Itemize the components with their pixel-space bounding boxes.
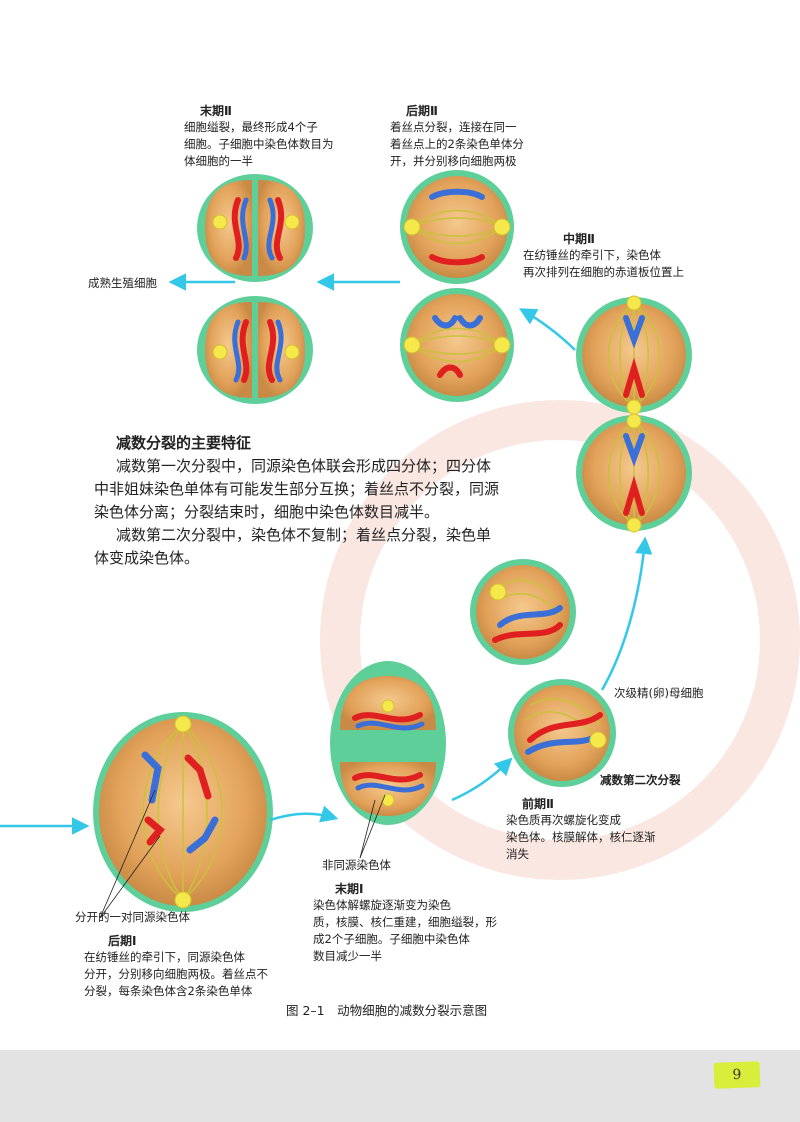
watermark-ring: [320, 400, 800, 880]
arrow-to-telophase1: [269, 805, 339, 823]
secondary-cell-label: 次级精(卵)母细胞: [614, 686, 704, 700]
prophase2-title: 前期Ⅱ: [522, 797, 554, 811]
telophase2-title: 末期Ⅱ: [200, 104, 232, 118]
anaphase2-cell-top: [400, 170, 514, 284]
telophase1-title: 末期Ⅰ: [335, 882, 364, 896]
telophase1-caption: 末期Ⅰ 染色体解螺旋逐渐变为染色 质，核膜、核仁重建，细胞缢裂，形 成2个子细胞…: [313, 882, 535, 965]
prophase2-caption: 前期Ⅱ 染色质再次螺旋化变成 染色体。核膜解体，核仁逐渐 消失: [506, 797, 682, 863]
nonhomologous-pointer: [359, 799, 376, 859]
metaphase2-caption: 中期Ⅱ 在纺锤丝的牵引下，染色体 再次排列在细胞的赤道板位置上: [523, 232, 763, 281]
prophase2-cell-top: [470, 559, 576, 665]
figure-caption: 图 2–1 动物细胞的减数分裂示意图: [286, 1003, 488, 1018]
anaphase2-caption: 后期Ⅱ 着丝点分裂，连接在同一 着丝点上的2条染色单体分 开，并分别移向细胞两极: [390, 104, 576, 170]
features-para2: 减数第二次分裂中，染色体不复制；着丝点分裂，染色单 体变成染色体。: [94, 526, 492, 567]
anaphase1-caption: 后期Ⅰ 在纺锤丝的牵引下，同源染色体 分开，分别移向细胞两极。着丝点不 分裂，每…: [84, 934, 308, 1000]
metaphase2-title: 中期Ⅱ: [563, 232, 595, 246]
arrow-to-metaphase2: [600, 536, 653, 691]
anaphase2-cell-bottom: [400, 288, 514, 402]
telophase2-caption: 末期Ⅱ 细胞缢裂，最终形成4个子 细胞。子细胞中染色体数目为 体细胞的一半: [184, 104, 370, 170]
mature-cell-label: 成熟生殖细胞: [88, 276, 157, 290]
anaphase2-title: 后期Ⅱ: [406, 104, 438, 118]
page-footer: [0, 1050, 800, 1122]
nonhomologous-label: 非同源染色体: [322, 858, 391, 872]
anaphase1-cell: [93, 712, 273, 919]
metaphase2-cell-top: [576, 295, 692, 415]
metaphase2-body: 在纺锤丝的牵引下，染色体 再次排列在细胞的赤道板位置上: [523, 248, 684, 279]
telophase2-cell-bottom: [197, 296, 313, 404]
telophase1-cell: [330, 661, 446, 825]
meiosis2-label: 减数第二次分裂: [600, 773, 681, 787]
anaphase1-title: 后期Ⅰ: [108, 934, 137, 948]
features-section: 减数分裂的主要特征 减数第一次分裂中，同源染色体联会形成四分体；四分体 中非姐妹…: [94, 432, 514, 570]
anaphase1-body: 在纺锤丝的牵引下，同源染色体 分开，分别移向细胞两极。着丝点不 分裂，每条染色体…: [84, 950, 268, 998]
telophase2-cell-top: [197, 174, 313, 282]
metaphase2-cell-bottom: [576, 413, 692, 533]
telophase2-body: 细胞缢裂，最终形成4个子 细胞。子细胞中染色体数目为 体细胞的一半: [184, 120, 334, 168]
prophase2-body: 染色质再次螺旋化变成 染色体。核膜解体，核仁逐渐 消失: [506, 813, 656, 861]
prophase2-cell-bottom: [508, 679, 616, 787]
features-para1: 减数第一次分裂中，同源染色体联会形成四分体；四分体 中非姐妹染色单体有可能发生部…: [94, 457, 500, 521]
arrow-to-anaphase2: [518, 308, 576, 351]
telophase1-body: 染色体解螺旋逐渐变为染色 质，核膜、核仁重建，细胞缢裂，形 成2个子细胞。子细胞…: [313, 898, 497, 963]
anaphase2-body: 着丝点分裂，连接在同一 着丝点上的2条染色单体分 开，并分别移向细胞两极: [390, 120, 524, 168]
nonhomologous-pointer-2: [359, 794, 386, 859]
page-number: 9: [713, 1061, 761, 1089]
meiosis-diagram: [0, 170, 800, 919]
features-title: 减数分裂的主要特征: [116, 434, 252, 452]
separated-chromosomes-label: 分开的一对同源染色体: [75, 910, 190, 924]
arrow-to-prophase2: [451, 757, 513, 802]
